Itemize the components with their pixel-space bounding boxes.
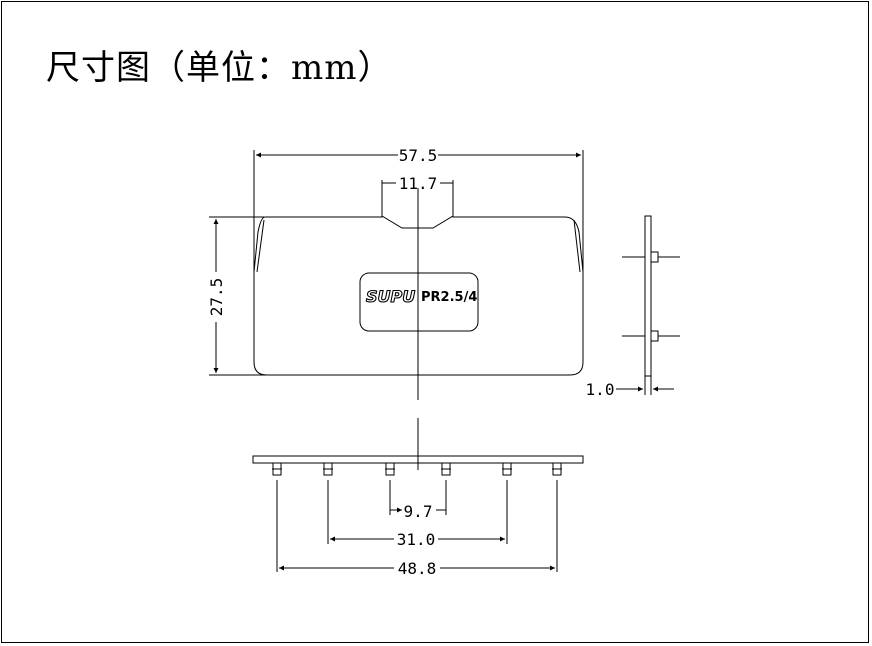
dim-inner-pitch: 9.7 [404,502,433,521]
plate-bevel-right [573,219,581,273]
bottom-view-plate [252,455,584,464]
plate-outline [253,215,584,376]
dim-overall-width: 57.5 [399,146,438,165]
dim-height: 27.5 [207,278,226,317]
bottom-view-pins [272,462,562,476]
dim-outer-span: 48.8 [398,559,437,578]
plate-bevel-left [256,219,265,273]
dim-thickness: 1.0 [586,380,615,399]
model-label: PR2.5/4 [421,290,477,305]
brand-logo: SUPU [366,287,415,306]
side-view-plate [644,215,652,377]
label-panel [359,272,479,332]
drawing-title: 尺寸图（单位：mm） [46,48,393,88]
dim-middle-span: 31.0 [397,530,436,549]
dim-notch-width: 11.7 [399,174,438,193]
